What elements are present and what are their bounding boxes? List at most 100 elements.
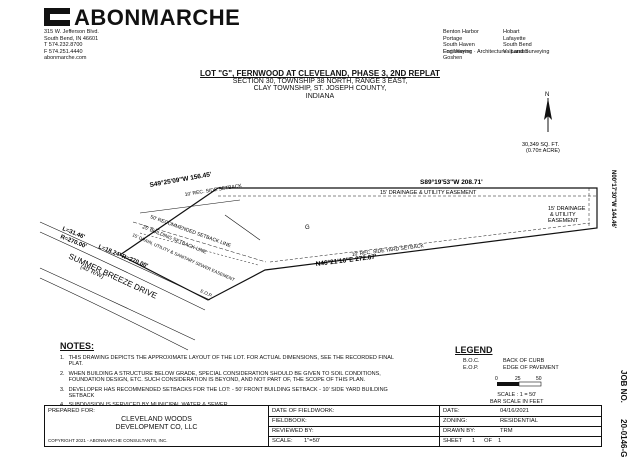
office: South Haven [443, 42, 475, 49]
drawn-by-value: TRM [500, 428, 513, 434]
office-list: Benton Harbor Hobart Portage Lafayette S… [443, 29, 573, 62]
easement-label: 15' DRAINAGE [548, 206, 586, 212]
scale-tick: 0 [495, 376, 498, 382]
date-label: DATE: [443, 408, 460, 414]
bearing-label: N00°17'30"W 144.46' [610, 170, 616, 229]
client-line: CLEVELAND WOODS [121, 416, 192, 423]
easement-label: 15' DRAINAGE & UTILITY EASEMENT [380, 190, 477, 196]
job-value: 20-0146-G [619, 419, 628, 457]
scale-label: SCALE : 1 = 50' BAR SCALE IN FEET [490, 392, 544, 405]
office: Lafayette [503, 35, 526, 42]
note-item: 1.THIS DRAWING DEPICTS THE APPROXIMATE L… [60, 355, 400, 368]
fieldwork-row: DATE OF FIELDWORK: [269, 406, 439, 417]
date-value: 04/16/2021 [500, 408, 530, 414]
note-item: 2.WHEN BUILDING A STRUCTURE BELOW GRADE,… [60, 371, 400, 384]
address-line: F 574.251.4440 [44, 48, 83, 55]
client-line: DEVELOPMENT CO, LLC [115, 424, 198, 431]
reviewed-row: REVIEWED BY: [269, 426, 439, 437]
north-label: N [545, 92, 549, 98]
scale-label: SCALE: [272, 438, 293, 444]
sheet-value: 1 [472, 438, 476, 444]
fieldwork-column: DATE OF FIELDWORK: FIELDBOOK: REVIEWED B… [269, 406, 440, 446]
office: Valparaiso [503, 48, 529, 55]
note-text: DEVELOPER HAS RECOMMENDED SETBACKS FOR T… [68, 386, 388, 400]
date-fieldwork-label: DATE OF FIELDWORK: [272, 408, 335, 414]
company-logo: ABONMARCHE [74, 5, 241, 30]
client-name: CLEVELAND WOODS DEVELOPMENT CO, LLC [45, 416, 268, 432]
title-main: LOT "G", FERNWOOD AT CLEVELAND, PHASE 3,… [200, 69, 440, 78]
sheet-of: OF [484, 438, 493, 444]
logo-mark [44, 8, 70, 26]
title-line: INDIANA [305, 92, 335, 100]
setback-line [139, 232, 259, 266]
note-item: 3.DEVELOPER HAS RECOMMENDED SETBACKS FOR… [60, 387, 400, 400]
bearing-label: S49°25'09"W 156.45' [149, 170, 213, 189]
title-line: SECTION 30, TOWNSHIP 38 NORTH, RANGE 3 E… [232, 77, 408, 85]
zoning-row: ZONING: RESIDENTIAL [440, 416, 601, 427]
setback-line [132, 221, 267, 263]
scale-row: SCALE: 1"=50' [269, 436, 439, 446]
address-line: T 574.232.8700 [44, 42, 83, 49]
scale-tick: 50 [536, 376, 542, 382]
reviewed-by-label: REVIEWED BY: [272, 428, 314, 434]
copyright: COPYRIGHT 2021 - ABONMARCHE CONSULTANTS,… [48, 438, 168, 443]
lot-boundary [118, 187, 598, 301]
note-number: 2. [60, 370, 65, 377]
company-address: 315 W. Jefferson Blvd. South Bend, IN 46… [44, 29, 99, 62]
address-line: abonmarche.com [44, 55, 87, 62]
legend-heading: LEGEND [455, 345, 493, 355]
title-block-table: PREPARED FOR: CLEVELAND WOODS DEVELOPMEN… [44, 405, 602, 447]
road-edge [39, 231, 206, 311]
title-line: CLAY TOWNSHIP, ST. JOSEPH COUNTY, [253, 85, 387, 92]
sheet-total: 1 [498, 438, 502, 444]
date-column: DATE: 04/16/2021 ZONING: RESIDENTIAL DRAWN… [440, 406, 601, 446]
fieldbook-row: FIELDBOOK: [269, 416, 439, 427]
notes-heading: NOTES: [60, 341, 95, 351]
scale-text: SCALE : 1 = 50' [497, 392, 537, 398]
setback-line [139, 199, 241, 214]
fieldbook-label: FIELDBOOK: [272, 418, 307, 424]
office: Fort Wayne [443, 48, 472, 55]
legend-desc: BACK OF CURB [503, 358, 545, 364]
office: Portage [443, 35, 463, 42]
office: Benton Harbor [443, 29, 479, 35]
bearing-label: N46°21'16"E 272.67' [315, 253, 377, 268]
scale-tick: 25 [515, 376, 521, 382]
office: Goshen [443, 55, 463, 62]
office: South Bend [503, 42, 532, 49]
note-number: 1. [60, 355, 65, 361]
setback-line [269, 222, 591, 263]
company-tagline: Engineering · Architecture · Land Survey… [443, 49, 550, 55]
bar-scale-text: BAR SCALE IN FEET [490, 398, 544, 405]
note-text: WHEN BUILDING A STRUCTURE BELOW GRADE, S… [68, 370, 381, 384]
edge-label: E.O.P. [200, 288, 214, 298]
notes-list: 1.THIS DRAWING DEPICTS THE APPROXIMATE L… [60, 355, 400, 412]
note-number: 3. [60, 386, 65, 393]
zoning-label: ZONING: [443, 418, 468, 424]
legend-abbr: E.O.P. [463, 365, 479, 371]
area-label: 30,349 SQ. FT. [522, 142, 559, 148]
zoning-value: RESIDENTIAL [500, 418, 539, 424]
address-line: South Bend, IN 46601 [44, 35, 99, 42]
address-line: 315 W. Jefferson Blvd. [44, 29, 99, 35]
scale-value: 1"=50' [304, 438, 321, 444]
bearing-label: S89°19'53"W 208.71' [420, 178, 483, 186]
road-edge [39, 221, 211, 301]
date-row: DATE: 04/16/2021 [440, 406, 601, 417]
legend-abbr: B.O.C. [463, 358, 480, 364]
road-edge [39, 277, 189, 351]
north-arrow-icon: N [544, 92, 552, 132]
legend-list: B.O.C. BACK OF CURB E.O.P. EDGE OF PAVEM… [463, 358, 583, 372]
scale-bar: 0 25 50 [495, 376, 542, 387]
road-edge [39, 267, 196, 341]
easement-label: & UTILITY [550, 212, 576, 218]
drawn-by-label: DRAWN BY: [443, 428, 476, 434]
job-label: JOB NO. [619, 370, 628, 403]
document-title: LOT "G", FERNWOOD AT CLEVELAND, PHASE 3,… [120, 70, 520, 100]
drawn-by-row: DRAWN BY: TRM [440, 426, 601, 437]
street-name: SUMMER BREEZE DRIVE [67, 252, 158, 301]
prepared-for-cell: PREPARED FOR: CLEVELAND WOODS DEVELOPMEN… [45, 406, 269, 446]
office: Hobart [503, 29, 520, 35]
